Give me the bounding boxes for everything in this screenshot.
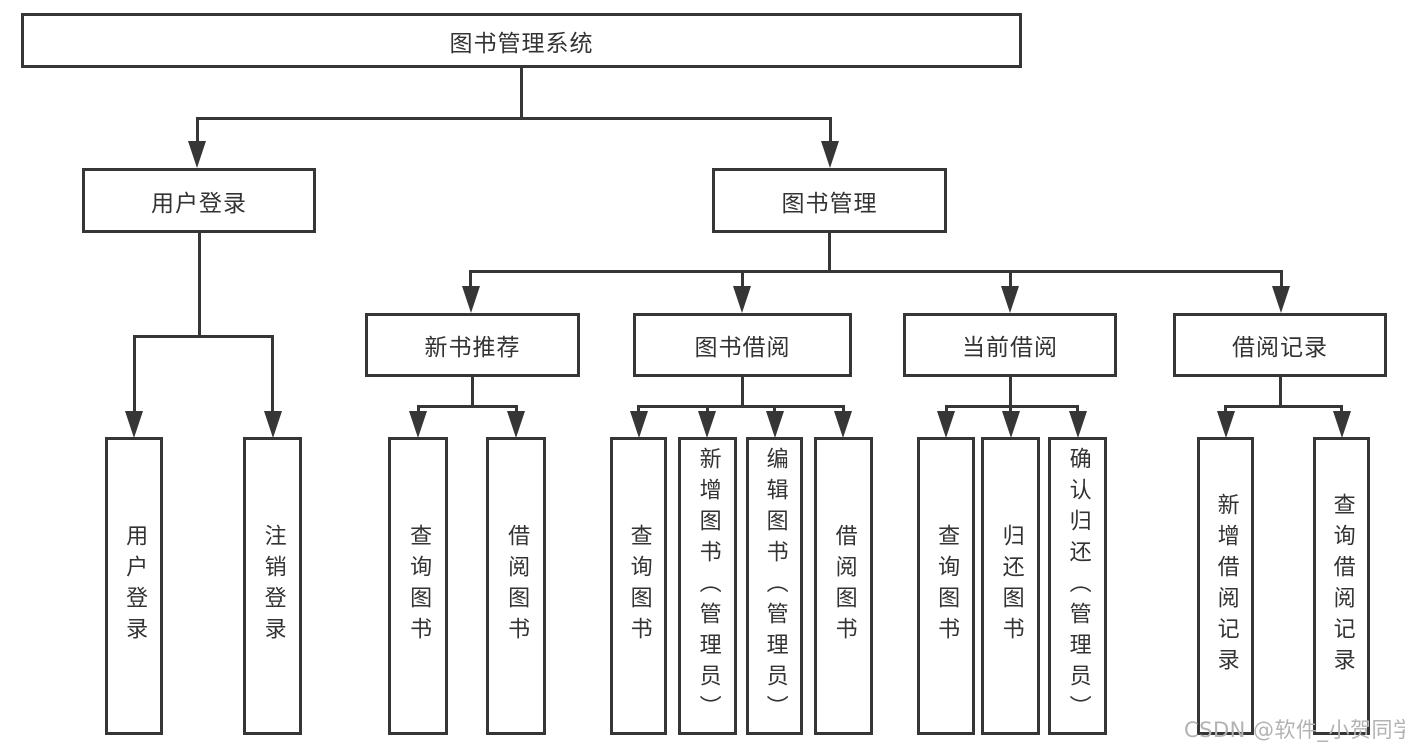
- connector-user-login-rail: [133, 335, 274, 338]
- connector-drop: [945, 405, 948, 413]
- connector-drop: [842, 405, 845, 413]
- connector-drop: [1009, 405, 1012, 413]
- leaf-label: 查询图书: [626, 524, 652, 648]
- node-user-login: 用户登录: [82, 168, 316, 233]
- connector-drop: [706, 405, 709, 413]
- connector-current-stem: [1009, 377, 1012, 407]
- connector-drop-book-borrowing: [741, 272, 744, 288]
- connector-drop: [1340, 405, 1343, 413]
- leaf-label: 借阅图书: [504, 524, 530, 648]
- arrowhead-book-borrowing: [733, 286, 751, 313]
- connector-root-rail: [196, 117, 832, 120]
- connector-drop: [515, 405, 518, 413]
- connector-drop: [637, 405, 640, 413]
- connector-borrowing-stem: [741, 377, 744, 407]
- connector-recommend-rail: [417, 405, 518, 408]
- leaf-borrow-books-recommend: 借阅图书: [486, 437, 546, 735]
- connector-drop: [1076, 405, 1079, 413]
- node-label: 图书借阅: [694, 335, 791, 361]
- arrowhead-leaf-logout: [264, 411, 282, 438]
- connector-drop: [773, 405, 776, 413]
- node-label: 用户登录: [151, 190, 247, 217]
- leaf-user-login: 用户登录: [105, 437, 163, 735]
- leaf-label: 归还图书: [998, 524, 1024, 648]
- node-label: 借阅记录: [1232, 335, 1328, 361]
- arrowhead-user-login: [188, 141, 206, 168]
- node-book-borrowing: 图书借阅: [633, 313, 852, 377]
- connector-book-management-rail: [469, 270, 1283, 273]
- arrowhead-leaf-confirm-return: [1069, 411, 1087, 438]
- arrowhead-leaf-query-books-recommend: [409, 411, 427, 438]
- arrowhead-current-borrowing: [1001, 286, 1019, 313]
- leaf-edit-book-admin: 编辑图书（管理员）: [746, 437, 803, 735]
- leaf-label: 查询图书: [934, 524, 960, 648]
- leaf-label: 注销登录: [260, 524, 286, 648]
- leaf-query-books-borrowing: 查询图书: [610, 437, 667, 735]
- arrowhead-leaf-edit-book: [766, 411, 784, 438]
- connector-user-login-stem: [198, 233, 201, 337]
- arrowhead-leaf-add-book: [698, 411, 716, 438]
- connector-drop-book-management: [829, 119, 832, 144]
- leaf-confirm-return-admin: 确认归还（管理员）: [1048, 437, 1107, 735]
- connector-drop-user-login: [196, 119, 199, 144]
- leaf-return-books: 归还图书: [981, 437, 1040, 735]
- connector-drop: [417, 405, 420, 413]
- leaf-label: 确认归还（管理员）: [1065, 446, 1091, 726]
- node-label: 图书管理系统: [449, 30, 594, 57]
- connector-drop-leaf-user-login: [133, 337, 136, 413]
- leaf-query-borrow-record: 查询借阅记录: [1313, 437, 1370, 735]
- leaf-label: 新增图书（管理员）: [695, 446, 721, 726]
- leaf-borrow-books-borrowing: 借阅图书: [814, 437, 873, 735]
- arrowhead-leaf-user-login: [125, 411, 143, 438]
- leaf-label: 查询借阅记录: [1329, 493, 1355, 679]
- leaf-query-books-current: 查询图书: [917, 437, 975, 735]
- connector-root-stem: [520, 68, 523, 119]
- node-book-management: 图书管理: [712, 168, 947, 233]
- connector-drop-current-borrowing: [1009, 272, 1012, 288]
- arrowhead-leaf-add-borrow-record: [1217, 411, 1235, 438]
- leaf-label: 新增借阅记录: [1213, 493, 1239, 679]
- connector-book-management-stem: [828, 233, 831, 272]
- arrowhead-book-management: [821, 141, 839, 168]
- leaf-add-book-admin: 新增图书（管理员）: [678, 437, 737, 735]
- connector-recommend-stem: [471, 377, 474, 407]
- arrowhead-leaf-query-borrow-record: [1333, 411, 1351, 438]
- arrowhead-leaf-query-books-borrowing: [630, 411, 648, 438]
- node-new-book-recommend: 新书推荐: [365, 313, 580, 377]
- connector-drop: [1224, 405, 1227, 413]
- leaf-logout: 注销登录: [243, 437, 302, 735]
- node-borrowing-records: 借阅记录: [1173, 313, 1387, 377]
- arrowhead-leaf-borrow-books-borrowing: [834, 411, 852, 438]
- arrowhead-leaf-return-books: [1002, 411, 1020, 438]
- node-label: 图书管理: [781, 190, 878, 217]
- arrowhead-leaf-borrow-books-recommend: [507, 411, 525, 438]
- leaf-label: 查询图书: [406, 524, 432, 648]
- csdn-watermark: CSDN @软件_小贺同学: [1184, 718, 1405, 742]
- leaf-label: 用户登录: [122, 524, 148, 648]
- node-label: 当前借阅: [962, 335, 1058, 361]
- arrowhead-new-book-recommend: [462, 286, 480, 313]
- leaf-label: 借阅图书: [831, 524, 857, 648]
- connector-records-rail: [1224, 405, 1343, 408]
- leaf-label: 编辑图书（管理员）: [762, 446, 788, 726]
- connector-drop-borrowing-records: [1280, 272, 1283, 288]
- connector-current-rail: [945, 405, 1079, 408]
- connector-drop-new-book-recommend: [469, 272, 472, 288]
- connector-drop-leaf-logout: [271, 337, 274, 413]
- connector-borrowing-rail: [637, 405, 844, 408]
- arrowhead-borrowing-records: [1272, 286, 1290, 313]
- node-library-system: 图书管理系统: [21, 13, 1022, 68]
- node-label: 新书推荐: [424, 335, 521, 361]
- arrowhead-leaf-query-books-current: [937, 411, 955, 438]
- leaf-add-borrow-record: 新增借阅记录: [1197, 437, 1254, 735]
- node-current-borrowing: 当前借阅: [903, 313, 1117, 377]
- leaf-query-books-recommend: 查询图书: [388, 437, 448, 735]
- connector-records-stem: [1279, 377, 1282, 407]
